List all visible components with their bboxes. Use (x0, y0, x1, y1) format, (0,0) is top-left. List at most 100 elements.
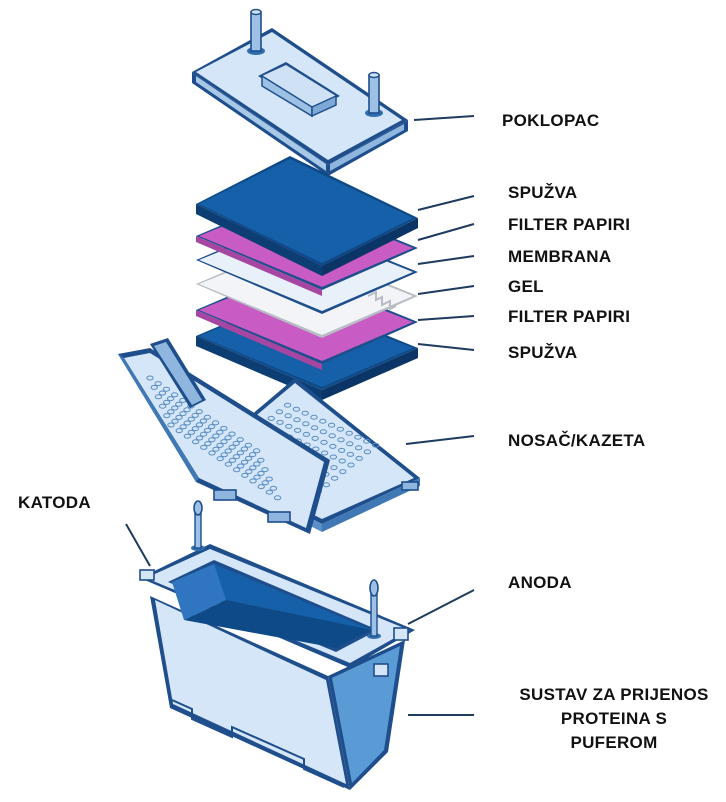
cassette-hole (232, 467, 241, 473)
cassette-hole (328, 433, 336, 439)
cassette-hole (302, 421, 310, 427)
cassette-hole (200, 444, 208, 450)
cassette-hole (319, 429, 328, 435)
cassette-hole (329, 443, 337, 449)
cassette-hole (204, 441, 212, 447)
label-nosac: NOSAČ/KAZETA (508, 431, 645, 450)
cassette-hole (330, 475, 339, 481)
cassette-hole (302, 431, 311, 437)
cassette-hole (253, 474, 261, 480)
labels: POKLOPAC SPUŽVA FILTER PAPIRI MEMBRANA G… (18, 111, 708, 752)
cassette-hole (236, 437, 244, 443)
cassette-hole (292, 406, 301, 412)
cassette-hole (244, 455, 253, 461)
cassette-hole (347, 462, 355, 468)
cassette-hole (311, 435, 319, 441)
cassette-hole (257, 484, 265, 490)
cassette-hole (191, 439, 200, 445)
cassette-hole (257, 470, 265, 476)
cassette-hole (208, 437, 216, 443)
cassette-hole (330, 465, 338, 471)
label-sustav-line2: PROTEINA S (561, 709, 667, 728)
cassette-hole (252, 448, 261, 454)
cassette-hole (220, 439, 228, 445)
cassette-hole (228, 431, 236, 437)
cassette-hole (158, 403, 167, 409)
cassette-hole (150, 384, 158, 390)
cassette-hole (265, 476, 273, 482)
cassette-hole (154, 394, 163, 400)
cassette-hole (336, 426, 345, 432)
cassette-hole (203, 427, 212, 433)
cassette-hole (187, 416, 195, 422)
cassette-hole (363, 449, 372, 455)
cassette-hole (236, 450, 245, 456)
label-gel: GEL (508, 277, 544, 296)
cassette-hole (232, 440, 240, 446)
cassette-hole (327, 422, 336, 428)
cassette-hole (345, 430, 353, 436)
anode-electrode (367, 579, 381, 639)
cassette-hole (248, 452, 257, 458)
cassette-hole (275, 409, 284, 415)
sponge-top (196, 156, 418, 276)
cassette-hole (199, 431, 208, 437)
cassette-hole (170, 392, 179, 398)
cassette-hole (371, 442, 380, 448)
cassette-hole (146, 375, 154, 381)
cathode-electrode (191, 500, 205, 551)
cassette-hole (179, 424, 187, 430)
cassette-hole (320, 450, 329, 456)
cassette-hole (212, 446, 220, 452)
cassette-hole (283, 402, 292, 408)
sandwich-stack (196, 156, 418, 400)
cassette-hole (312, 446, 320, 452)
cassette-hole (338, 458, 346, 464)
cassette-hole (310, 414, 318, 420)
cassette-hole (224, 461, 233, 467)
label-spuzva-top: SPUŽVA (508, 183, 578, 202)
leader-lines (125, 115, 475, 716)
cassette-hole (167, 409, 175, 415)
label-spuzva-bottom: SPUŽVA (508, 343, 578, 362)
cassette-hole (162, 386, 171, 392)
cassette-hole (257, 457, 265, 463)
cassette-hole (203, 414, 212, 420)
cassette-hole (224, 435, 232, 441)
cassette-hole (199, 418, 208, 424)
cassette-hole (285, 423, 293, 429)
label-filter-top: FILTER PAPIRI (508, 215, 630, 234)
label-sustav-line1: SUSTAV ZA PRIJENOS (519, 685, 708, 704)
cassette-hole (158, 390, 167, 396)
cassette-hole (179, 411, 187, 417)
cassette-hole (253, 461, 261, 467)
cassette-hole (337, 437, 345, 443)
cassette (118, 338, 420, 534)
cassette-hole (337, 447, 346, 453)
cassette-hole (195, 422, 204, 428)
cassette-hole (261, 467, 269, 473)
cassette-hole (208, 450, 216, 456)
cassette-hole (269, 485, 278, 491)
cassette-hole (171, 405, 179, 411)
cassette-hole (191, 412, 199, 418)
label-katoda: KATODA (18, 493, 91, 512)
cassette-hole (354, 434, 362, 440)
cassette-hole (224, 448, 232, 454)
cassette-hole (265, 489, 274, 495)
cassette-hole (346, 451, 355, 457)
cassette-hole (187, 429, 196, 435)
cassette-hole (245, 469, 253, 475)
buffer-tank (139, 500, 415, 790)
cassette-hole (301, 410, 309, 416)
cassette-hole (346, 441, 354, 447)
cassette-hole (249, 478, 257, 484)
cassette-hole (175, 401, 183, 407)
cassette-holes-left (146, 375, 282, 501)
cassette-hole (207, 424, 216, 430)
cassette-hole (236, 463, 245, 469)
cassette-hole (154, 381, 162, 387)
cassette-hole (220, 452, 228, 458)
label-anoda: ANODA (508, 573, 572, 592)
cassette-hole (163, 413, 171, 419)
